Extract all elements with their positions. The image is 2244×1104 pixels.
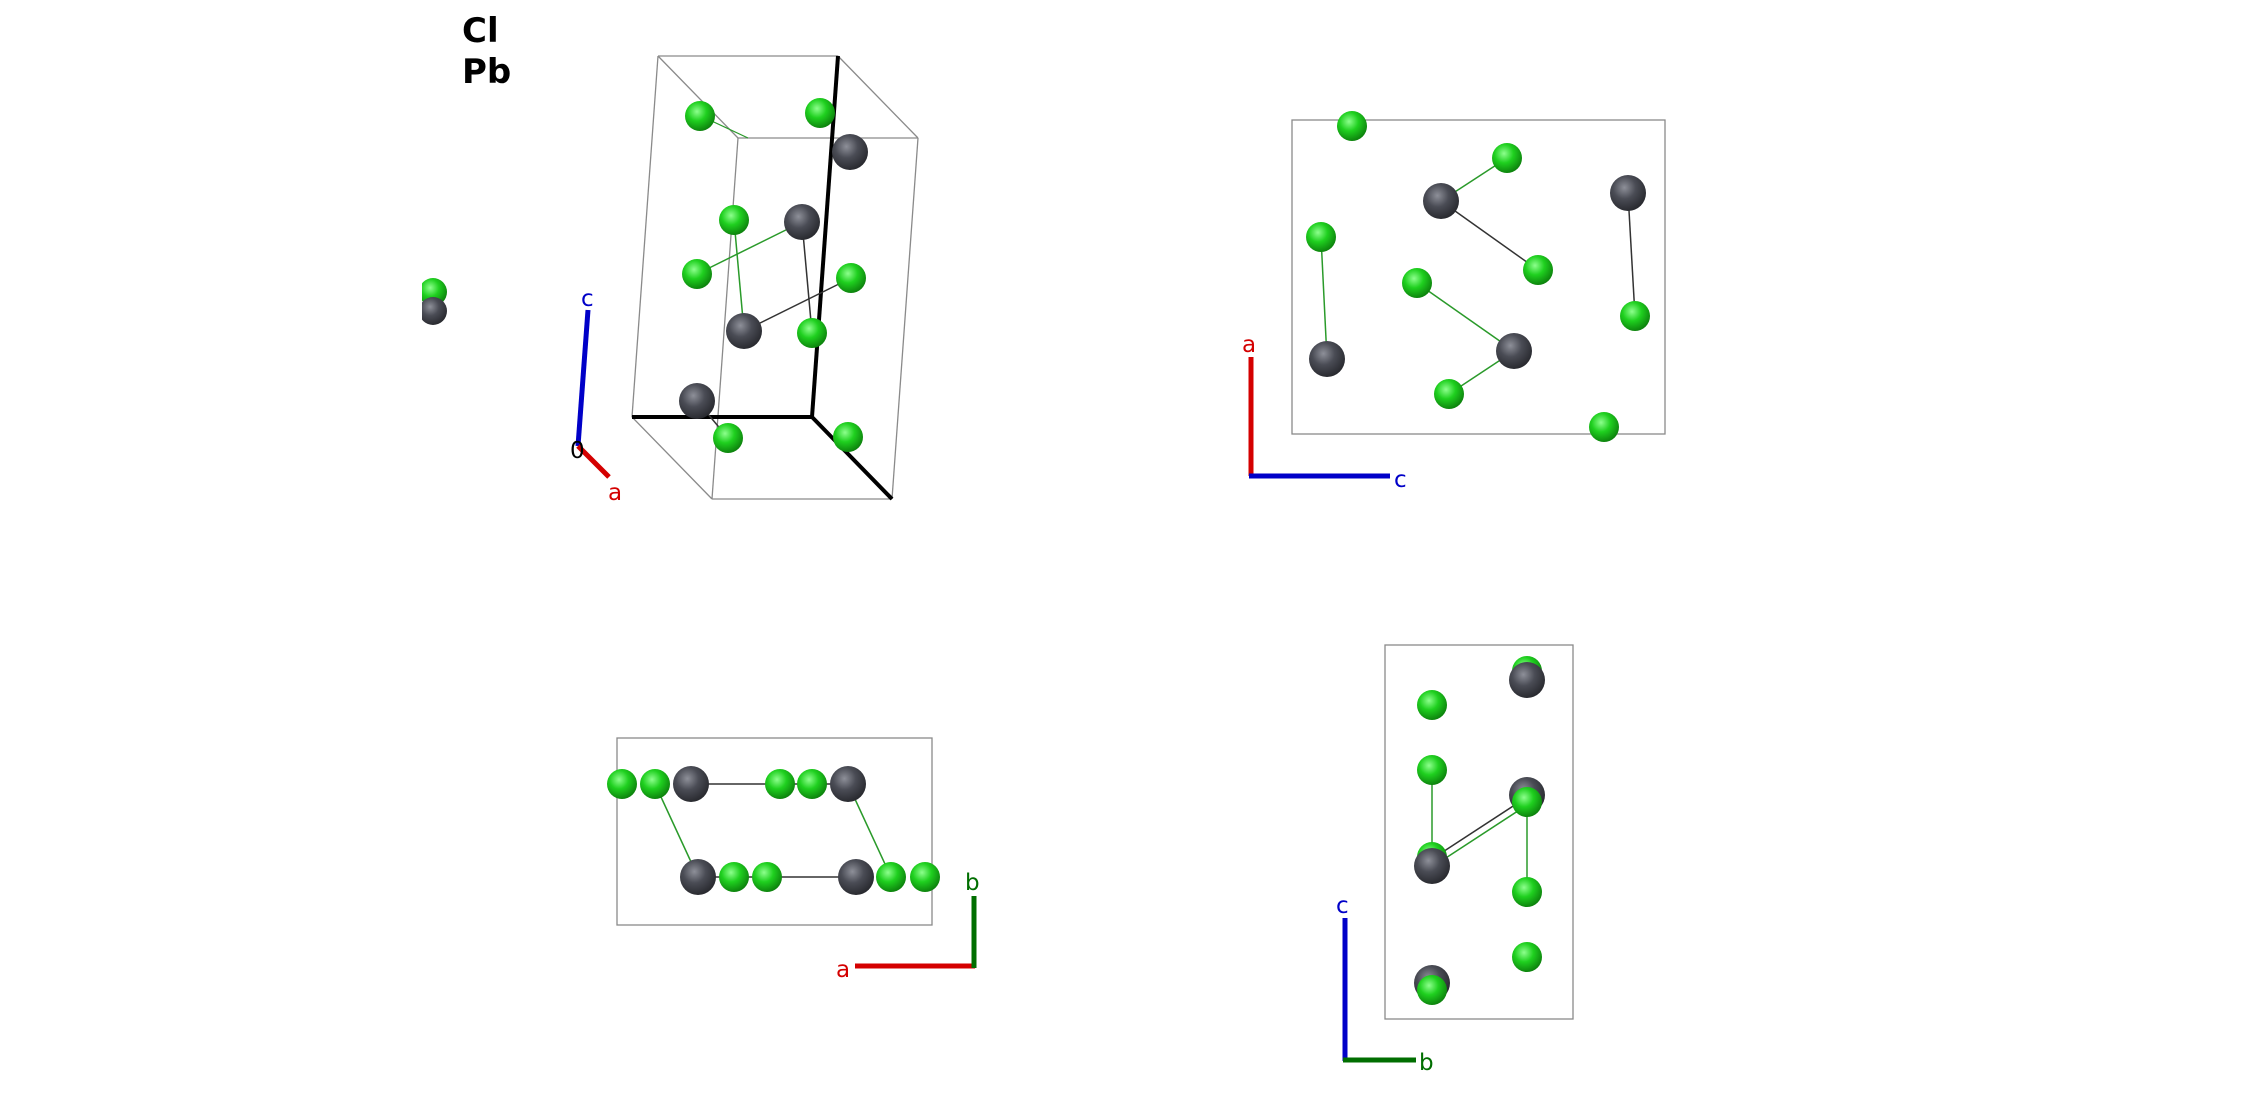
atom-cl [1512, 787, 1542, 817]
atom-pb [830, 766, 866, 802]
edge-atoms-cropped [400, 270, 447, 330]
atom-cl [1620, 301, 1650, 331]
perspective-view: c 0 a [400, 55, 919, 506]
axis-c-label: c [581, 286, 594, 312]
axis-c-label: c [1394, 467, 1407, 493]
atom-cl [1337, 111, 1367, 141]
legend-label-pb: Pb [462, 52, 511, 92]
atom-pb [784, 204, 820, 240]
atom-cl [836, 263, 866, 293]
atom-cl [640, 769, 670, 799]
view-b-c: c b [1336, 644, 1574, 1076]
axes-a-c: a c [1242, 332, 1407, 493]
unit-cell-perspective [631, 55, 919, 500]
atom-pb [726, 313, 762, 349]
atom-cl [719, 862, 749, 892]
axes-b-c: c b [1336, 893, 1434, 1076]
atom-cl [1417, 755, 1447, 785]
axis-a-label: a [836, 957, 850, 983]
atom-pb [673, 766, 709, 802]
atom-pb [832, 134, 868, 170]
atom-cl [910, 862, 940, 892]
atoms-a-b [607, 766, 940, 895]
atoms-perspective [679, 98, 868, 453]
atom-pb [1509, 662, 1545, 698]
atom-pb [1496, 333, 1532, 369]
bonds-a-c [1320, 157, 1636, 395]
atom-pb [838, 859, 874, 895]
bonds-b-c [1431, 770, 1528, 892]
atom-cl [1417, 690, 1447, 720]
axis-b-label: b [965, 870, 980, 896]
atom-cl [685, 101, 715, 131]
axes-perspective: c 0 a [570, 286, 622, 506]
atom-pb [419, 297, 447, 325]
atom-cl [607, 769, 637, 799]
atom-pb [1423, 183, 1459, 219]
atom-cl [752, 862, 782, 892]
axis-c-label: c [1336, 893, 1349, 919]
axis-a-label: a [1242, 332, 1256, 358]
atom-cl [1402, 268, 1432, 298]
atom-pb [679, 383, 715, 419]
atom-cl [1589, 412, 1619, 442]
axis-a-label: a [608, 480, 622, 506]
atom-cl [1417, 975, 1447, 1005]
atom-pb [1414, 848, 1450, 884]
unit-cell-a-b [616, 737, 933, 926]
atom-cl [1492, 143, 1522, 173]
atom-cl [1512, 877, 1542, 907]
atom-cl [797, 318, 827, 348]
axis-b-label: b [1419, 1050, 1434, 1076]
atoms-a-c [1306, 111, 1650, 442]
atom-cl [805, 98, 835, 128]
unit-cell-b-c [1384, 644, 1574, 1020]
atom-cl [719, 205, 749, 235]
axes-a-b: a b [836, 870, 980, 983]
atom-pb [1309, 341, 1345, 377]
atoms-b-c [1414, 656, 1545, 1005]
atom-cl [765, 769, 795, 799]
atom-cl [1306, 222, 1336, 252]
atom-cl [1523, 255, 1553, 285]
atom-cl [876, 862, 906, 892]
atom-cl [713, 423, 743, 453]
legend-label-cl: Cl [462, 11, 499, 51]
atom-cl [1512, 942, 1542, 972]
view-a-c: a c [1242, 111, 1666, 493]
atom-pb [1610, 175, 1646, 211]
atom-cl [1434, 379, 1464, 409]
unit-cell-a-c [1291, 119, 1666, 435]
element-legend: Cl Pb [462, 11, 511, 92]
view-a-b: a b [607, 737, 980, 983]
atom-cl [833, 422, 863, 452]
atom-pb [680, 859, 716, 895]
axis-a-line [576, 444, 611, 479]
atom-cl [682, 259, 712, 289]
axis-c-line [575, 309, 591, 447]
origin-label: 0 [570, 438, 585, 464]
atom-cl [797, 769, 827, 799]
